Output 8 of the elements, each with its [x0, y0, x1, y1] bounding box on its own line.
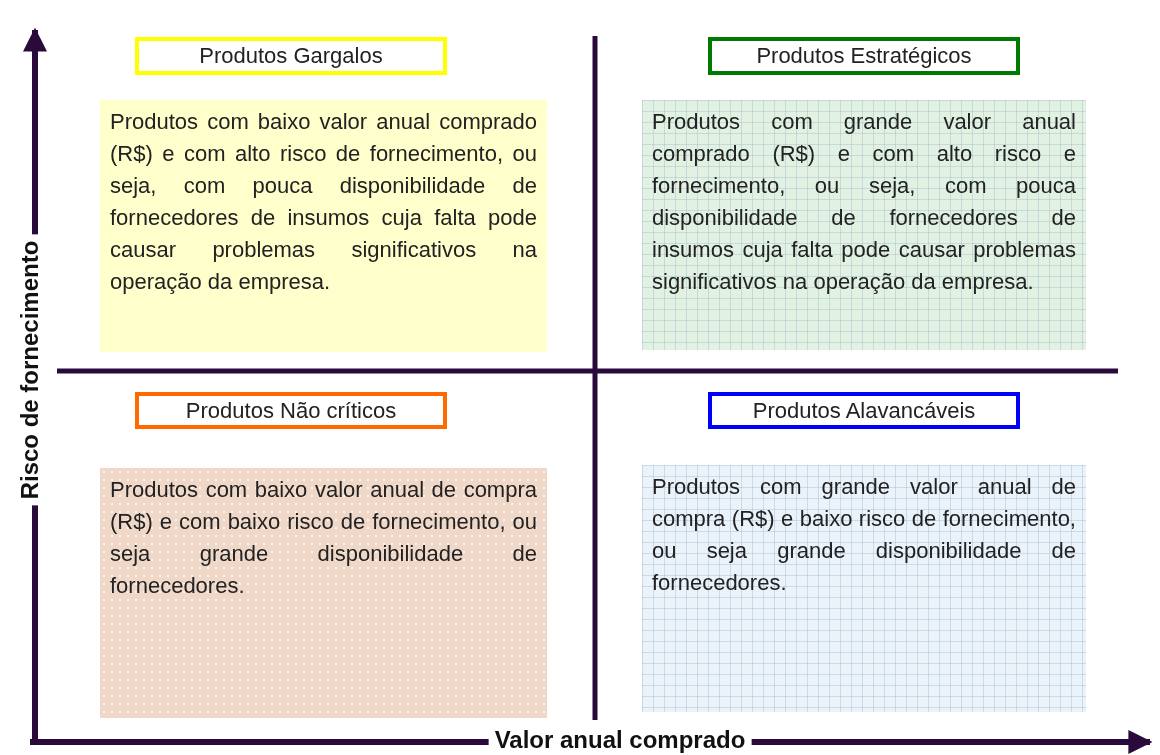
heading-box: Produtos Não críticos [135, 392, 447, 429]
description-box: Produtos com baixo valor anual de compra (R$) e com baixo risco de fornecimento, ou seja grande disponibilidade de fornecedores. [100, 468, 547, 718]
heading-box: Produtos Estratégicos [708, 37, 1020, 75]
heading-box: Produtos Gargalos [135, 37, 447, 75]
description-box: Produtos com baixo valor anual comprado (R$) e com alto risco de fornecimento, ou seja, com pouca disponibilidade de fornecedores de insumos cuja falta pode causar problemas significativos na operação da empresa. [100, 100, 547, 352]
description-box: Produtos com grande valor anual de compra (R$) e baixo risco de fornecimento, ou seja grande disponibilidade de fornecedores. [642, 465, 1086, 712]
description-box: Produtos com grande valor anual comprado (R$) e com alto risco e fornecimento, ou seja, com pouca disponibilidade de fornecedores de insumos cuja falta pode causar problemas significativos na operação da empresa. [642, 100, 1086, 350]
heading-box: Produtos Alavancáveis [708, 392, 1020, 429]
